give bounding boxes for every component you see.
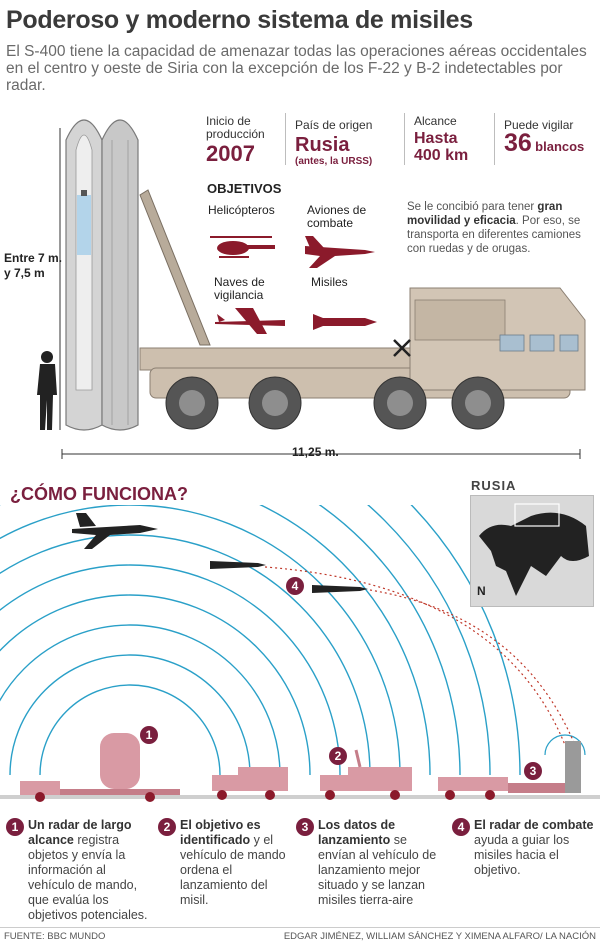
stat-label: Puede vigilar xyxy=(504,118,574,132)
step-badge-3: 3 xyxy=(524,762,542,780)
step-2: 2 El objetivo es identificado y el vehíc… xyxy=(158,818,296,908)
step-badge-2: 2 xyxy=(329,747,347,765)
stat-value: 36 xyxy=(504,129,532,157)
objective-label-surveillance: Naves de vigilancia xyxy=(214,275,265,302)
step-number: 3 xyxy=(296,818,314,836)
helicopter-icon xyxy=(210,236,275,258)
stat-label: País de origen xyxy=(295,118,373,132)
stat-value: Hasta 400 km xyxy=(414,130,469,164)
map-label: RUSIA xyxy=(471,478,517,493)
step-number: 1 xyxy=(6,818,24,836)
guidance-path xyxy=(369,589,576,746)
how-it-works-title: ¿CÓMO FUNCIONA? xyxy=(10,484,188,504)
surveillance-drone-icon xyxy=(215,308,285,334)
missile-icon xyxy=(210,561,266,569)
divider xyxy=(285,113,286,165)
step-badge-4: 4 xyxy=(286,577,304,595)
stat-label: Inicio de producción xyxy=(206,114,265,141)
step-number: 4 xyxy=(452,818,470,836)
step-badge-1: 1 xyxy=(140,726,158,744)
page-subtitle: El S-400 tiene la capacidad de amenazar … xyxy=(6,43,587,94)
launch-control-truck-icon xyxy=(320,749,412,800)
compass-icon: N xyxy=(477,584,486,598)
guidance-path xyxy=(264,566,566,746)
missile-tubes-icon xyxy=(65,119,139,431)
step-4: 4 El radar de combate ayuda a guiar los … xyxy=(452,818,596,878)
objectives-note: Se le concibió para tener gran movilidad… xyxy=(407,200,597,256)
note-suffix: . Por eso, se transporta en diferentes c… xyxy=(407,215,581,255)
note-bold: gran movilidad y eficacia xyxy=(407,201,563,227)
step-text: ayuda a guiar los misiles hacia el objet… xyxy=(474,833,570,877)
missile-icon xyxy=(313,314,377,330)
soldier-icon xyxy=(37,351,57,430)
stat-value: 2007 xyxy=(206,141,255,166)
s400-illustration xyxy=(37,119,586,459)
step-title: El radar de combate xyxy=(474,818,594,832)
divider xyxy=(404,113,405,165)
radar-waves xyxy=(0,505,521,776)
footer-divider xyxy=(0,927,600,928)
note-prefix: Se le concibió para tener xyxy=(407,201,535,213)
step-text: se envían al vehículo de lanzamiento mej… xyxy=(318,833,437,907)
divider xyxy=(494,113,495,165)
stat-targets: Puede vigilar 36 blancos xyxy=(504,118,600,157)
fighter-jet-icon xyxy=(305,236,375,268)
objectives-heading: OBJETIVOS xyxy=(207,181,282,196)
step-1: 1 Un radar de largo alcance registra obj… xyxy=(6,818,151,923)
command-truck-icon xyxy=(212,767,288,800)
stat-value: Rusia xyxy=(295,134,350,156)
launcher-truck-icon xyxy=(139,287,586,430)
radar-diagram xyxy=(0,505,600,802)
world-map-icon xyxy=(479,503,589,596)
stat-range: Alcance Hasta 400 km xyxy=(414,114,494,165)
stat-note: (antes, la URSS) xyxy=(295,156,373,167)
step-title: Un radar de largo alcance xyxy=(28,818,132,847)
step-title: Los datos de lanzamiento xyxy=(318,818,396,847)
world-map: N xyxy=(470,495,594,607)
stat-label: Alcance xyxy=(414,114,457,128)
launcher-vehicle-icon xyxy=(438,741,581,800)
stat-production: Inicio de producción 2007 xyxy=(206,115,276,166)
step-number: 2 xyxy=(158,818,176,836)
objective-label-fighters: Aviones de combate xyxy=(307,203,367,230)
missile-icon xyxy=(312,585,368,593)
step-text: registra objetos y envía la información … xyxy=(28,833,148,922)
step-text: y el vehículo de mando ordena el lanzami… xyxy=(180,833,286,907)
stat-note: blancos xyxy=(535,139,585,154)
objective-label-helicopters: Helicópteros xyxy=(208,203,275,217)
page-title: Poderoso y moderno sistema de misiles xyxy=(6,6,473,34)
radar-truck-icon xyxy=(20,733,180,802)
footer-credits: EDGAR JIMÉNEZ, WILLIAM SÁNCHEZ Y XIMENA … xyxy=(283,931,596,942)
combat-radar-waves xyxy=(544,734,586,756)
objective-icons xyxy=(210,236,377,334)
step-3: 3 Los datos de lanzamiento se envían al … xyxy=(296,818,446,908)
height-label: Entre 7 m. y 7,5 m xyxy=(4,251,63,280)
step-title: El objetivo es identificado xyxy=(180,818,261,847)
stat-origin: País de origen Rusia (antes, la URSS) xyxy=(295,118,405,168)
enemy-jet-icon xyxy=(72,513,158,549)
objective-label-missiles: Misiles xyxy=(311,275,348,289)
width-label: 11,25 m. xyxy=(292,445,339,459)
footer-source: FUENTE: BBC MUNDO xyxy=(4,931,106,942)
